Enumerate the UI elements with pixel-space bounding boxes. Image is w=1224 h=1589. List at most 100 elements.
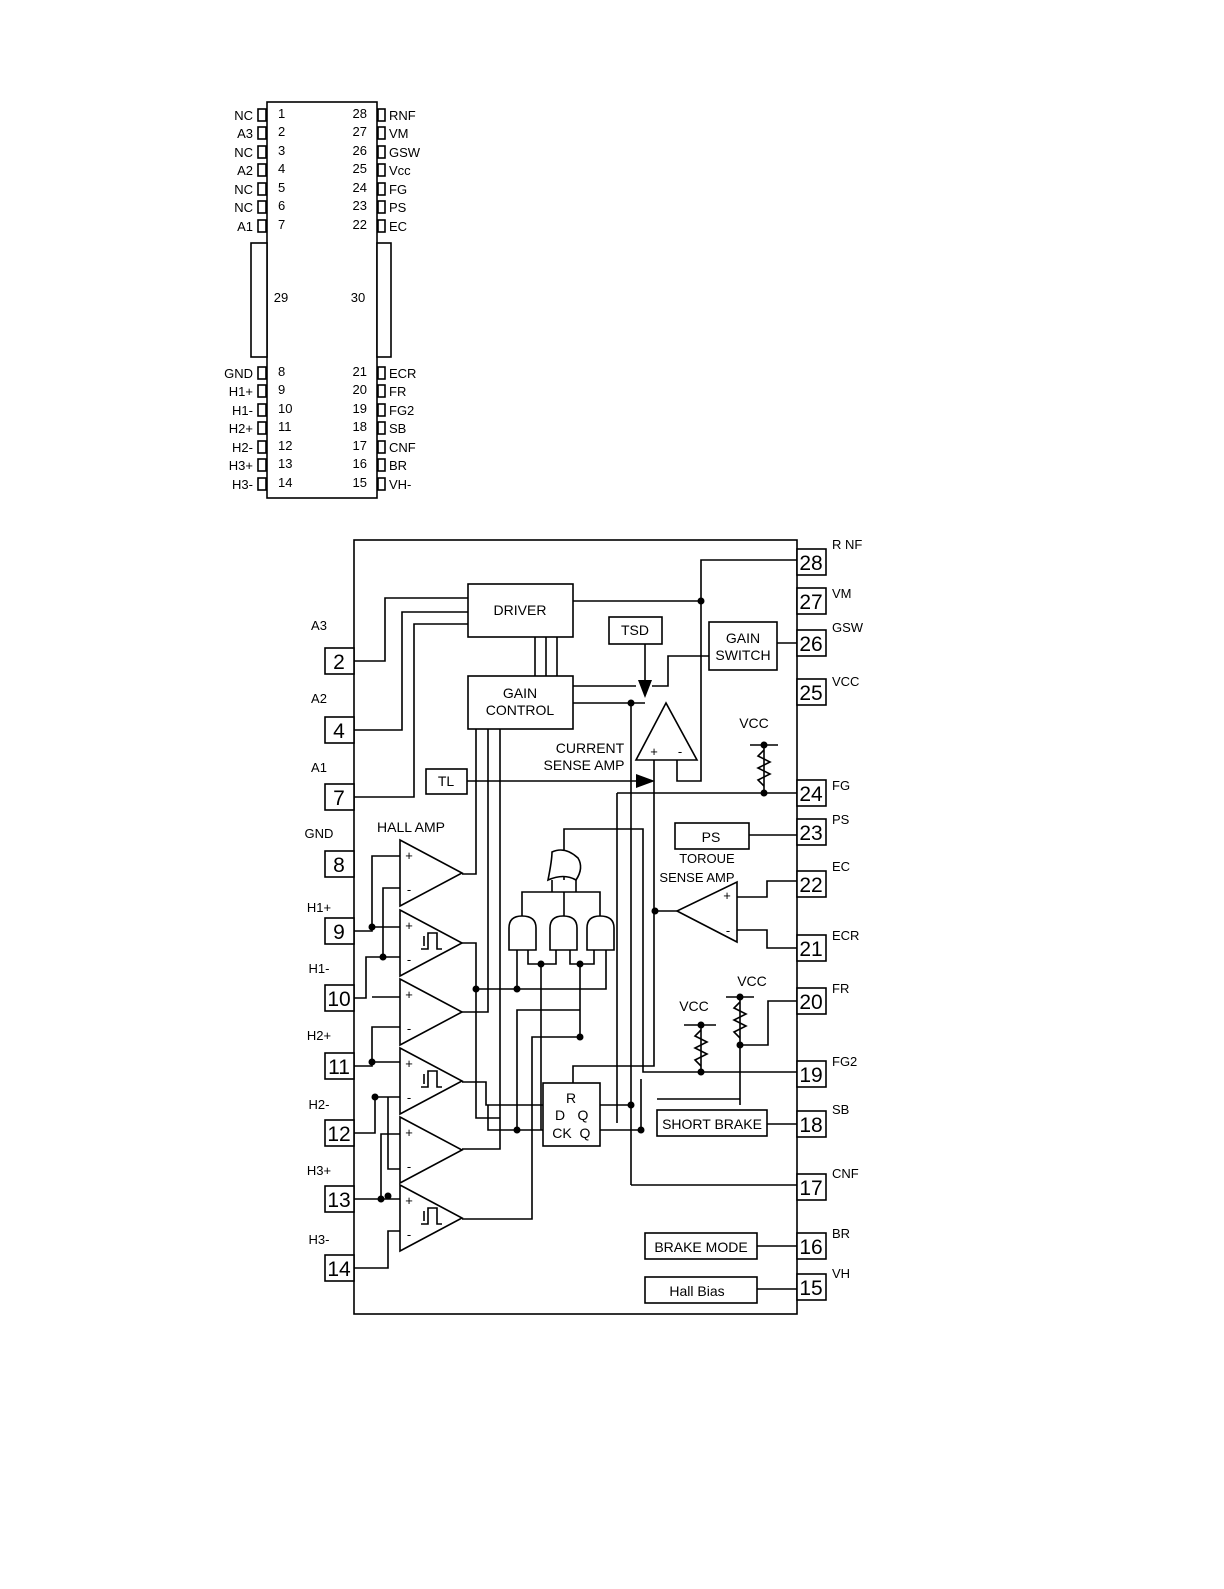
tab-left-number: 29: [274, 290, 288, 305]
pinout-right-label: FG2: [389, 403, 414, 418]
current-sense-label-2: SENSE AMP: [544, 757, 625, 773]
wire-h2p: [354, 1026, 400, 1067]
block-left-pin-number: 10: [327, 988, 350, 1011]
pinout-right-number: 16: [353, 456, 367, 471]
wire-cmp2-b: [516, 1009, 580, 1130]
pinout-left-label: GND: [224, 366, 253, 381]
block-left-pin-label: A1: [311, 760, 327, 775]
pinout-right-label: Vcc: [389, 163, 411, 178]
vcc-label-fr: VCC: [737, 973, 767, 989]
ps-block: PS TOROUE SENSE AMP: [659, 822, 750, 885]
junction: [576, 960, 584, 968]
tl-block: TL: [425, 768, 468, 795]
block-right-pin-number: 27: [799, 591, 822, 614]
pinout-left-label: A3: [237, 126, 253, 141]
pinout-pin-lead: [377, 440, 386, 454]
pinout-right-number: 19: [353, 401, 367, 416]
block-left-pin-box: [324, 1185, 355, 1213]
ff-d-label: D: [555, 1107, 565, 1123]
pinout-pin-lead: [257, 421, 267, 435]
resistor-fg2: [693, 1029, 709, 1067]
pinout-pin-lead: [377, 421, 386, 435]
pinout-left-label: H1+: [229, 384, 253, 399]
and-gate-1: [508, 915, 537, 951]
tsd-arrow: [638, 680, 652, 698]
gain-control-label-1: GAIN: [503, 685, 537, 701]
pinout-pin-lead: [377, 384, 386, 398]
ps-label: PS: [702, 829, 721, 845]
package-body: [266, 101, 378, 499]
brake-mode-box: [644, 1232, 758, 1260]
block-right-pin-label: R: [832, 537, 841, 552]
hall-amp-minus: -: [407, 1159, 411, 1174]
wire-ck: [487, 1105, 543, 1131]
block-left-pin-number: 8: [333, 854, 345, 877]
block-right-pin-label: PS: [832, 812, 850, 827]
wire-h3m: [354, 1230, 400, 1269]
block-right-pin-box: [796, 629, 827, 657]
wire-gain-switch: [652, 655, 709, 687]
gain-switch-block: GAIN SWITCH: [708, 621, 778, 671]
pinout-left-label: H2-: [232, 440, 253, 455]
wire-vcc-fr: [657, 997, 741, 1105]
resistor-fg: [756, 749, 772, 787]
block-left-pin-number: 7: [333, 787, 345, 810]
block-right-pin-box: [796, 1060, 827, 1088]
hall-bias-block: Hall Bias: [644, 1276, 758, 1304]
hall-amp-plus: +: [405, 918, 413, 933]
pinout-left-label: NC: [234, 145, 253, 160]
wire-gc-h3: [462, 729, 501, 1150]
wire-cmp1-down: [475, 989, 500, 1119]
block-left-pin-number: 2: [333, 651, 345, 674]
wire-gc-h1: [462, 729, 477, 875]
hall-amp-minus: -: [407, 1090, 411, 1105]
wire-h1m-b: [382, 887, 400, 957]
wire-cmp1: [462, 942, 517, 990]
hall-amplifiers: +-+-+-+-+-+-: [399, 838, 464, 1253]
junction: [513, 1126, 521, 1134]
wire-fr: [740, 1000, 797, 1046]
tl-arrow: [636, 774, 655, 788]
junction: [377, 1195, 385, 1203]
pinout-left-label: NC: [234, 200, 253, 215]
hall-amp-plus: +: [405, 1125, 413, 1140]
block-right-pin-box: [796, 587, 827, 615]
block-left-pin-label: GND: [305, 826, 334, 841]
resistor-fr: [732, 1001, 748, 1039]
pinout-pin-lead: [257, 219, 267, 233]
pinout-pin-lead: [257, 458, 267, 472]
block-right-pin-box: [796, 818, 827, 846]
wire-h2m: [354, 1096, 400, 1134]
block-right-pin-label: FG: [832, 778, 850, 793]
junction: [736, 1041, 744, 1049]
junction: [379, 953, 387, 961]
block-right-pin-label: SB: [832, 1102, 849, 1117]
hall-amp-label: HALL AMP: [377, 819, 445, 835]
pinout-pin-lead: [377, 163, 386, 177]
short-brake-block: SHORT BRAKE: [656, 1109, 768, 1137]
hall-bias-box: [644, 1276, 758, 1304]
pinout-pin-lead: [377, 182, 386, 196]
pinout-left-label: H2+: [229, 421, 253, 436]
block-right-pin-label: FG2: [832, 1054, 857, 1069]
wire-ec: [737, 880, 797, 898]
wire-and3-a: [580, 950, 595, 965]
ps-box: [674, 822, 750, 850]
hall-amp: [399, 977, 464, 1047]
pinout-left-label: NC: [234, 182, 253, 197]
block-diagram: 2A34A27A18GND9H1+10H1-11H2+12H2-13H3+14H…: [305, 537, 864, 1315]
hall-amp: [399, 1115, 464, 1185]
pinout-left-label: H3+: [229, 458, 253, 473]
pinout-right-label: EC: [389, 219, 407, 234]
pinout-left-number: 8: [278, 364, 285, 379]
junction: [627, 1101, 635, 1109]
and-gate-2: [549, 915, 578, 951]
junction-dots: [368, 597, 768, 1203]
pinout-left-number: 5: [278, 180, 285, 195]
pinout-left-label: NC: [234, 108, 253, 123]
hall-comparator: [399, 908, 464, 978]
wire-rnf: [573, 559, 797, 602]
block-left-pin-box: [324, 984, 355, 1012]
block-left-pin-number: 9: [333, 921, 345, 944]
junction: [368, 923, 376, 931]
